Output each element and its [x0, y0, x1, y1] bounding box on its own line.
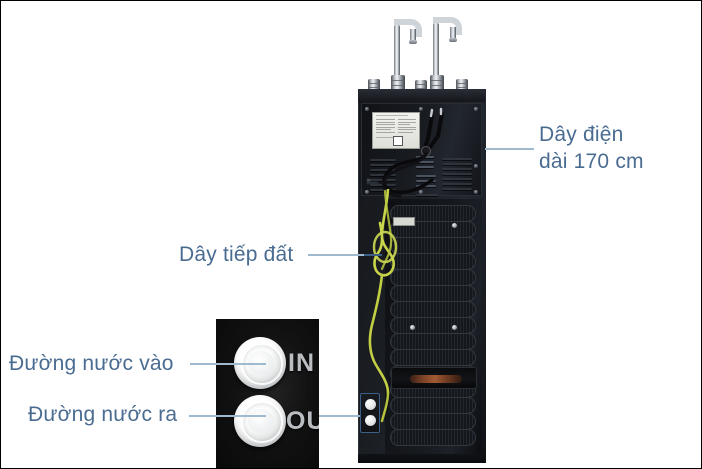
annotation-power-cord: Dây điện dài 170 cm: [539, 121, 689, 175]
screw: [365, 107, 369, 111]
port-in-label: IN: [288, 349, 315, 377]
screw: [474, 190, 478, 194]
screw: [419, 190, 423, 194]
screw: [365, 190, 369, 194]
annotation-power-cord-line2: dài 170 cm: [539, 150, 644, 173]
water-purifier-rear-panel: [358, 89, 486, 463]
coil-screw: [452, 223, 457, 228]
leader-line-ground-wire-tip: [364, 254, 382, 256]
outlet-port-cap: [365, 415, 376, 426]
spec-sticker: [372, 112, 420, 149]
faucet-bend-left: [394, 19, 422, 37]
faucet-spout-left: [409, 29, 417, 44]
ground-wire: [368, 189, 398, 423]
annotation-water-outlet: Đường nước ra: [28, 403, 178, 426]
cabinet-base: [358, 454, 485, 463]
compressor-unit: [391, 367, 477, 389]
water-port-highlight-box[interactable]: [360, 393, 380, 433]
faucet-neck-right: [433, 23, 439, 77]
leader-line-water-outlet: [189, 415, 266, 417]
certification-mark: [393, 136, 403, 146]
annotation-water-inlet: Đường nước vào: [9, 352, 174, 375]
faucet-spout-right: [449, 27, 457, 42]
condenser-coil-panel: [385, 199, 482, 457]
coil-screw: [452, 325, 457, 330]
electrical-bay: [361, 103, 482, 201]
faucet-neck-left: [394, 25, 400, 77]
screw: [474, 107, 478, 111]
coil-label-tag: [393, 217, 415, 226]
annotation-ground-wire: Dây tiếp đất: [179, 243, 294, 266]
leader-line-power-cord: [485, 148, 534, 150]
power-cord: [382, 107, 444, 198]
faucet-assembly: [358, 1, 485, 93]
screw: [419, 107, 423, 111]
outlet-knob: [234, 395, 286, 447]
leader-line-ground-wire: [308, 254, 364, 256]
top-fitting-2: [391, 75, 405, 93]
port-out-label: OU: [286, 407, 319, 435]
annotation-power-cord-line1: Dây điện: [539, 123, 624, 146]
cabinet-top-plate: [358, 89, 485, 102]
coil-screw: [410, 325, 415, 330]
compressor-coil: [410, 375, 462, 383]
leader-line-water-inlet: [190, 363, 266, 365]
inlet-port-cap: [365, 399, 376, 410]
faucet-bend-right: [433, 17, 462, 35]
leader-line-inset-to-product: [319, 415, 360, 417]
water-port-closeup: IN OU: [216, 319, 319, 468]
screw: [474, 164, 478, 168]
top-fitting-4: [430, 75, 444, 93]
